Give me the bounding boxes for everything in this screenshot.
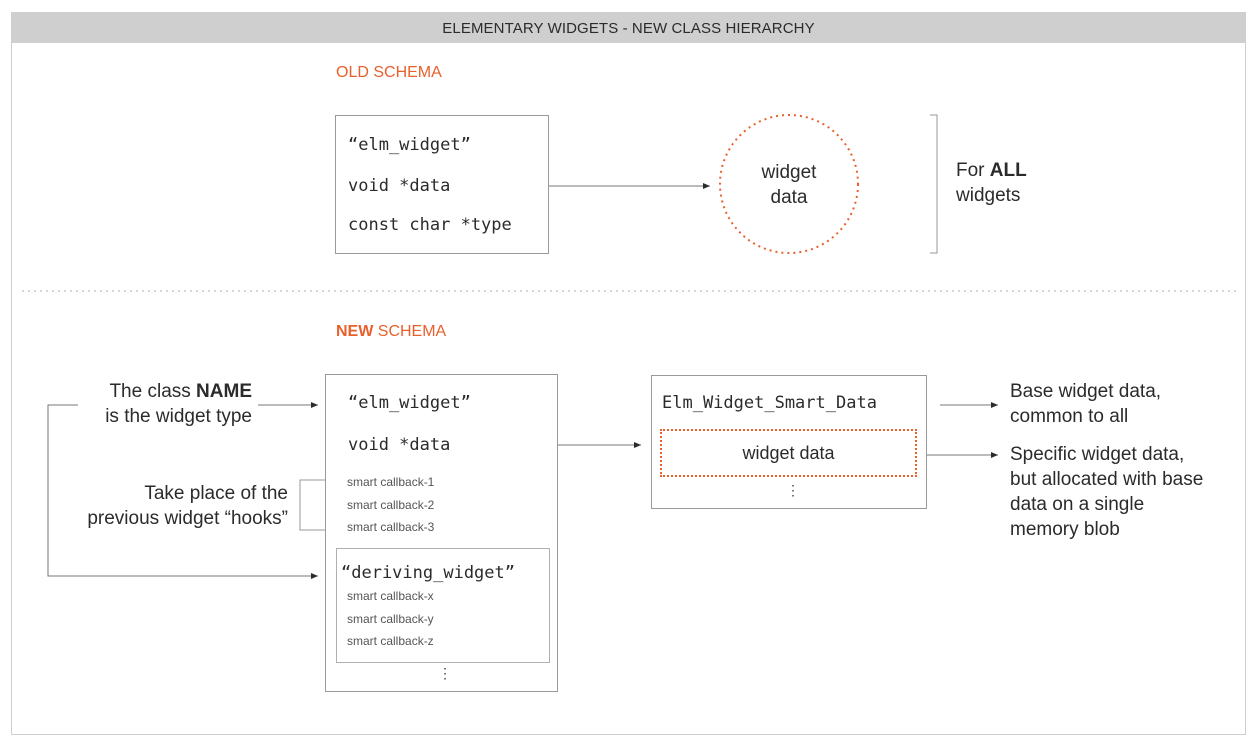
old-box-field-type: const char *type	[348, 215, 512, 235]
new-title-rest: SCHEMA	[373, 323, 447, 340]
smart-callback-y: smart callback-y	[347, 612, 434, 626]
smart-callback-1: smart callback-1	[347, 475, 435, 489]
hooks-note-line1: Take place of the	[144, 483, 288, 504]
note-prefix: For	[956, 160, 990, 181]
deriving-widget-name: “deriving_widget”	[341, 563, 515, 583]
old-elm-widget-box: “elm_widget” void *data const char *type	[335, 115, 549, 254]
specific-data-note: Specific widget data, but allocated with…	[1010, 442, 1203, 542]
base-data-note: Base widget data, common to all	[1010, 379, 1161, 429]
note-bold: ALL	[989, 160, 1027, 181]
specific-widget-data-box: widget data	[660, 429, 917, 477]
deriving-widget-box: “deriving_widget” smart callback-x smart…	[336, 548, 550, 663]
smart-box-more-indicator: ⋮	[786, 482, 800, 498]
new-box-name: “elm_widget”	[348, 393, 471, 413]
main-box-more-indicator: ⋮	[438, 665, 452, 681]
specific-widget-data-label: widget data	[742, 443, 835, 463]
class-note-bold: NAME	[196, 381, 252, 402]
old-box-field-data: void *data	[348, 176, 451, 196]
new-elm-widget-box: “elm_widget” void *data smart callback-1…	[325, 374, 558, 692]
diagram-frame	[11, 12, 1246, 735]
smart-data-box: Elm_Widget_Smart_Data widget data ⋮	[651, 375, 927, 509]
circle-label-line2: data	[770, 187, 808, 208]
smart-callback-x: smart callback-x	[347, 589, 434, 603]
specific-note-line1: Specific widget data,	[1010, 444, 1185, 465]
base-note-line2: common to all	[1010, 406, 1129, 427]
new-box-field-data: void *data	[348, 435, 451, 455]
class-note-pre: The class	[109, 381, 197, 402]
diagram-title: ELEMENTARY WIDGETS - NEW CLASS HIERARCHY	[12, 13, 1245, 43]
old-widget-data-circle-label: widget data	[720, 160, 858, 210]
new-title-bold: NEW	[336, 323, 374, 340]
specific-note-line4: memory blob	[1010, 519, 1120, 540]
old-box-name: “elm_widget”	[348, 135, 471, 155]
smart-callback-2: smart callback-2	[347, 498, 435, 512]
base-note-line1: Base widget data,	[1010, 381, 1162, 402]
specific-note-line3: data on a single	[1010, 494, 1145, 515]
smart-callback-3: smart callback-3	[347, 520, 435, 534]
specific-note-line2: but allocated with base	[1010, 469, 1204, 490]
circle-label-line1: widget	[761, 162, 817, 183]
hooks-note: Take place of the previous widget “hooks…	[40, 481, 288, 531]
for-all-widgets-note: For ALL widgets	[956, 158, 1027, 208]
old-schema-title: OLD SCHEMA	[336, 64, 442, 81]
class-name-note: The class NAME is the widget type	[60, 379, 252, 429]
class-note-line2: is the widget type	[105, 406, 252, 427]
new-schema-title: NEW SCHEMA	[336, 323, 446, 341]
smart-data-name: Elm_Widget_Smart_Data	[662, 393, 877, 413]
smart-callback-z: smart callback-z	[347, 634, 434, 648]
hooks-note-line2: previous widget “hooks”	[87, 508, 288, 529]
note-suffix: widgets	[956, 185, 1021, 206]
